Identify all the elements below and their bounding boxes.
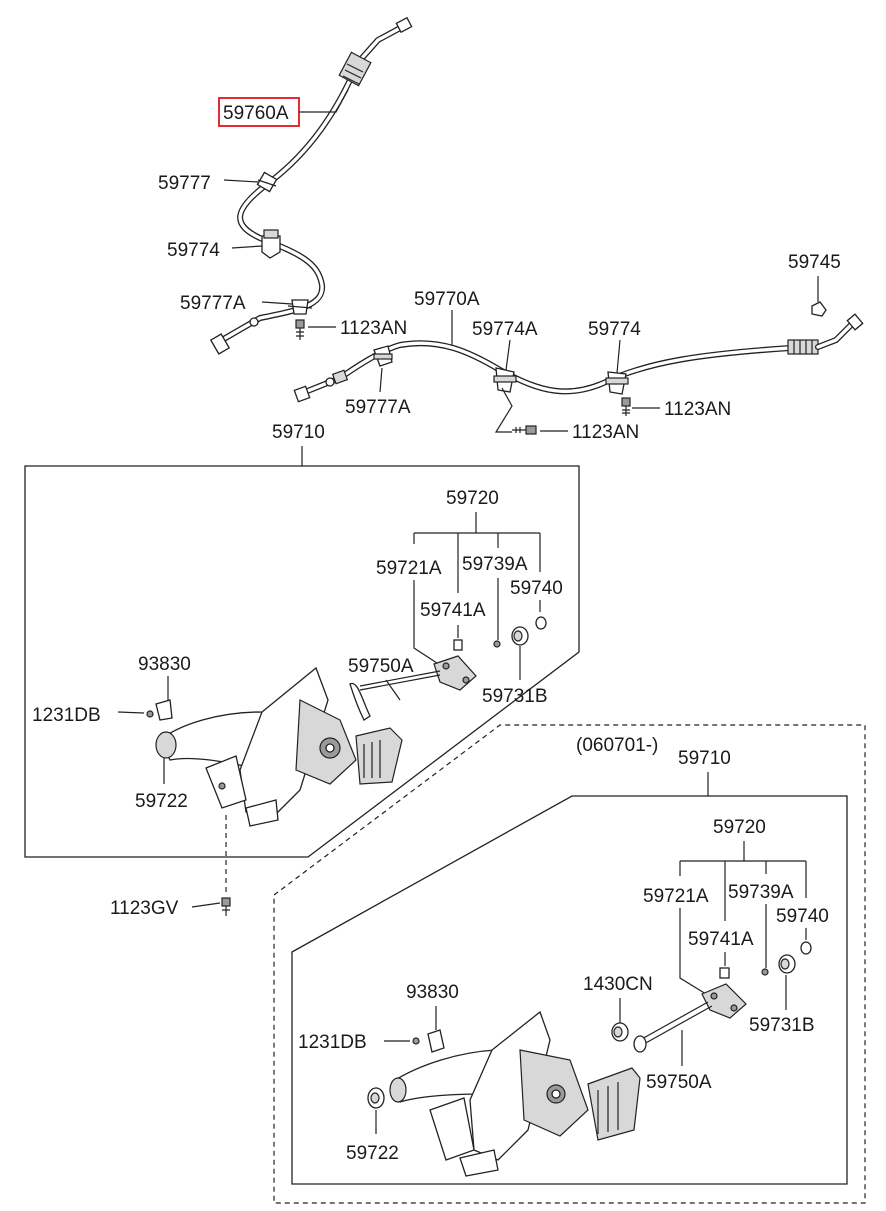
label-1231DB-a: 1231DB — [32, 705, 101, 726]
label-59774-left: 59774 — [167, 240, 220, 261]
label-59739A-a: 59739A — [462, 554, 528, 575]
label-1123AN-right: 1123AN — [664, 399, 731, 420]
label-59722-b: 59722 — [346, 1143, 399, 1164]
label-59710-a: 59710 — [272, 422, 325, 443]
label-59720-b: 59720 — [713, 817, 766, 838]
label-93830-a: 93830 — [138, 654, 191, 675]
label-59721A-a: 59721A — [376, 558, 442, 579]
switch-assembly-a — [349, 616, 547, 721]
label-59760A: 59760A — [223, 103, 289, 124]
label-59777A-left: 59777A — [180, 293, 246, 314]
right-bolts — [512, 397, 631, 435]
label-59722-a: 59722 — [135, 791, 188, 812]
label-59774A: 59774A — [472, 319, 538, 340]
label-1430CN: 1430CN — [583, 974, 653, 995]
left-cable-clips — [256, 171, 313, 315]
label-59710-b: 59710 — [678, 748, 731, 769]
label-59720-a: 59720 — [446, 488, 499, 509]
retainer-59745 — [811, 301, 827, 317]
assembly-b-note: (060701-) — [576, 735, 658, 756]
bolt-1123GV: 1123GV — [110, 815, 231, 919]
highlight-box-59760A — [218, 97, 300, 127]
label-59745: 59745 — [788, 252, 841, 273]
label-59731B-a: 59731B — [482, 686, 548, 707]
assembly-b-dashed-frame — [273, 724, 866, 1204]
label-59770A: 59770A — [414, 289, 480, 310]
label-59741A-a: 59741A — [420, 600, 486, 621]
label-59740-a: 59740 — [510, 578, 563, 599]
right-cable-clips — [373, 345, 629, 395]
label-1123AN-mid: 1123AN — [572, 422, 639, 443]
label-59741A-b: 59741A — [688, 929, 754, 950]
assembly-b-frame — [291, 795, 848, 1185]
lever-assembly-a — [146, 666, 403, 827]
switch-assembly-b — [611, 941, 812, 1053]
lever-assembly-b — [367, 1010, 641, 1177]
label-59739A-b: 59739A — [728, 882, 794, 903]
label-59731B-b: 59731B — [749, 1015, 815, 1036]
label-59777: 59777 — [158, 173, 211, 194]
label-59740-b: 59740 — [776, 906, 829, 927]
left-bolt — [295, 319, 305, 340]
label-59777A-right: 59777A — [345, 397, 411, 418]
label-59750A-a: 59750A — [348, 656, 414, 677]
assembly-a-frame — [24, 465, 580, 858]
label-1123AN-left: 1123AN — [340, 318, 407, 339]
label-59750A-b: 59750A — [646, 1072, 712, 1093]
label-59774-right: 59774 — [588, 319, 641, 340]
label-93830-b: 93830 — [406, 982, 459, 1003]
left-rear-cable — [209, 16, 413, 355]
label-59721A-b: 59721A — [643, 886, 709, 907]
label-1123GV: 1123GV — [110, 898, 179, 919]
label-1231DB-b: 1231DB — [298, 1032, 367, 1053]
